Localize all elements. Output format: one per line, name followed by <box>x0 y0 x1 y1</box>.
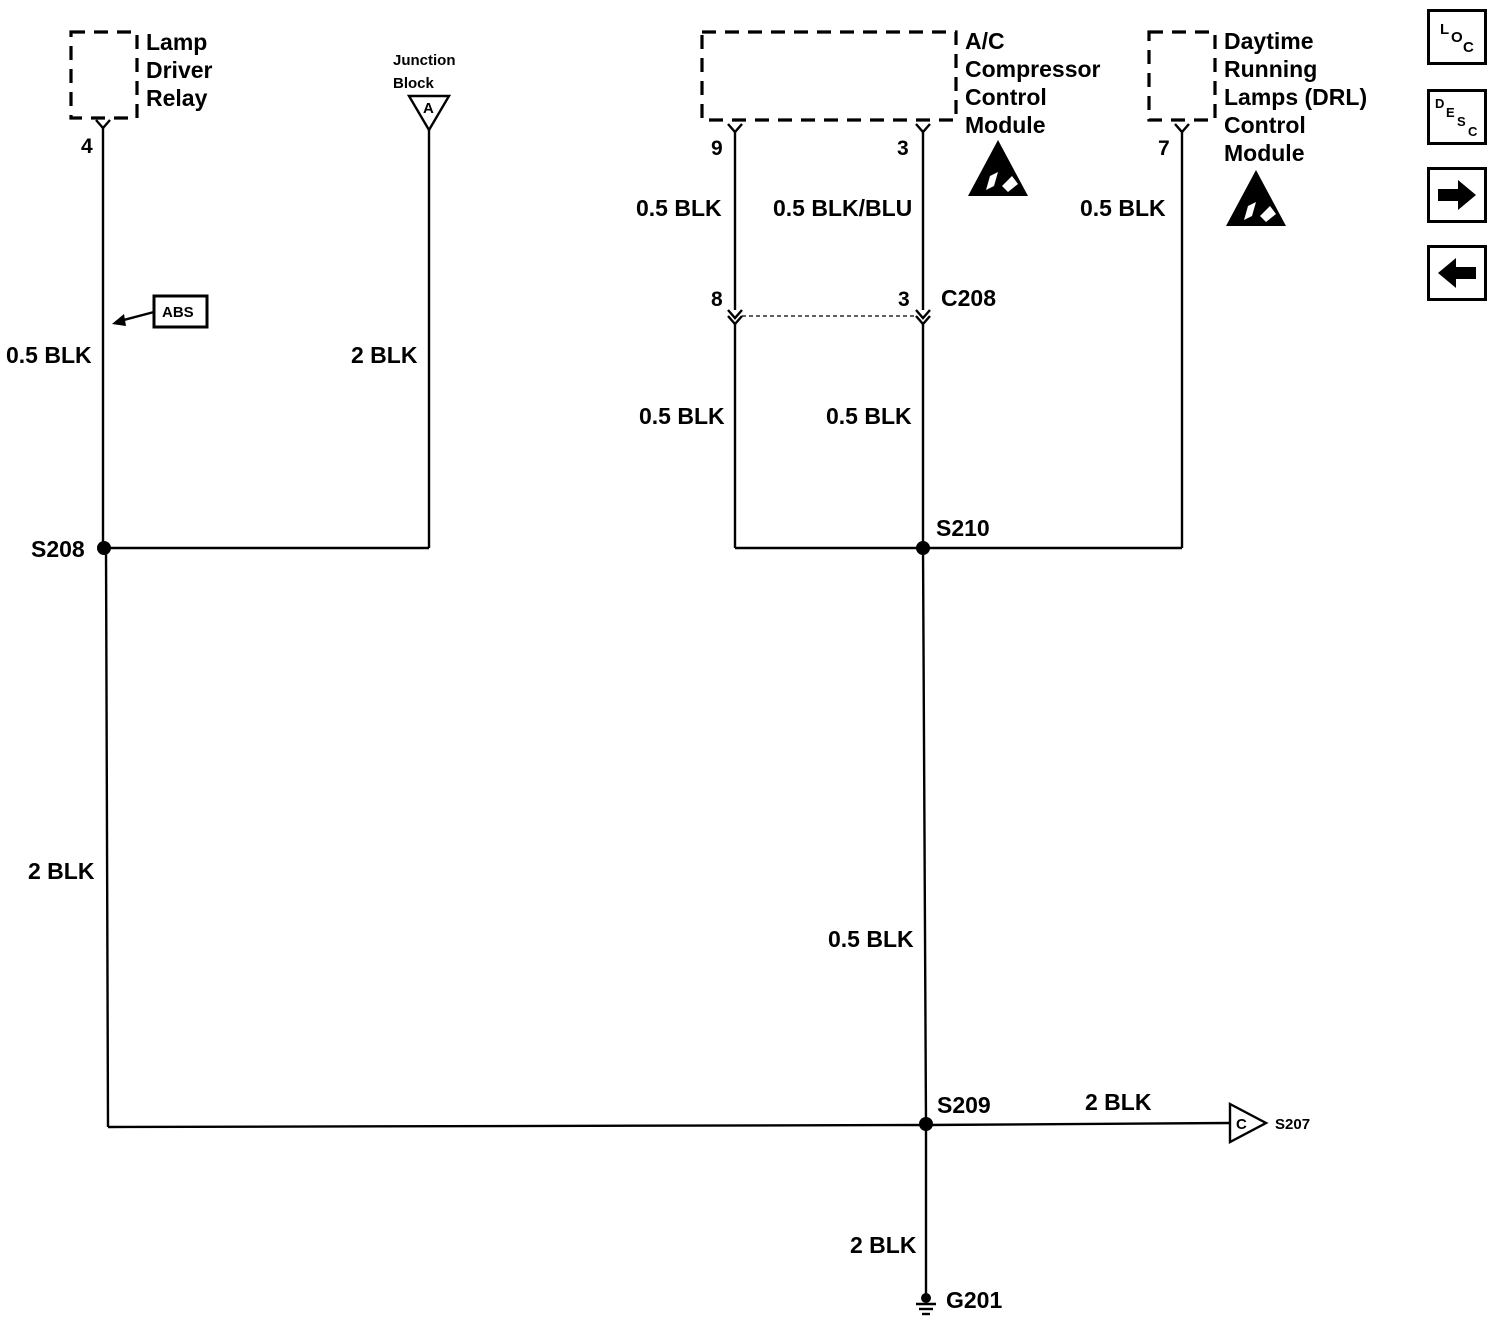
svg-text:D: D <box>1435 96 1444 111</box>
esd-sensitive-icon <box>1226 170 1286 226</box>
wire-label-to-ground: 2 BLK <box>850 1232 917 1258</box>
splice-s209-dot <box>919 1117 933 1131</box>
offpage-letter: C <box>1236 1116 1247 1133</box>
drl-module-label-5: Module <box>1224 140 1305 166</box>
ac-compressor-control-module: A/C Compressor Control Module 9 3 <box>700 28 1101 160</box>
junction-block: Junction Block A <box>393 52 456 133</box>
pin-9-label: 9 <box>711 137 723 160</box>
ground-label: G201 <box>946 1287 1002 1313</box>
ac-module-label-2: Compressor <box>965 56 1101 82</box>
junction-block-label-2: Block <box>393 75 435 92</box>
wire-s209-horizontal-left <box>107 1123 927 1129</box>
junction-block-label-1: Junction <box>393 52 456 69</box>
wire-label-junction: 2 BLK <box>351 342 418 368</box>
next-page-button[interactable] <box>1427 167 1487 223</box>
location-icon: L O C <box>1440 21 1474 56</box>
esd-sensitive-icon <box>968 140 1028 196</box>
lamp-driver-relay: Lamp Driver Relay 4 <box>69 29 213 158</box>
description-icon: D E S C <box>1435 96 1478 139</box>
wire-label-drl: 0.5 BLK <box>1080 195 1166 221</box>
pin-7-label: 7 <box>1158 137 1170 160</box>
drl-module-label-4: Control <box>1224 112 1306 138</box>
drl-module-label-2: Running <box>1224 56 1317 82</box>
svg-text:O: O <box>1451 29 1463 46</box>
previous-page-button[interactable] <box>1427 245 1487 301</box>
lamp-driver-relay-label-3: Relay <box>146 85 208 111</box>
wire-s210-to-s209 <box>921 547 928 1126</box>
junction-connector-a: A <box>423 100 434 117</box>
wire-label-left-vertical: 2 BLK <box>28 858 95 884</box>
svg-text:C: C <box>1463 39 1474 56</box>
ground-icon: G201 <box>916 1287 1002 1316</box>
location-button[interactable]: L O C <box>1427 9 1487 65</box>
abs-reference: ABS <box>112 294 209 329</box>
splice-s210-label: S210 <box>936 515 990 541</box>
arrow-right-icon <box>1438 180 1476 210</box>
svg-text:C: C <box>1468 124 1478 139</box>
wire-label-to-s207: 2 BLK <box>1085 1089 1152 1115</box>
pin-4-label: 4 <box>81 135 93 158</box>
c208-connector-label: C208 <box>941 285 996 311</box>
offpage-connector-c: C S207 <box>1228 1102 1310 1144</box>
c208-pin8-label: 8 <box>711 288 723 311</box>
splice-s209-label: S209 <box>937 1092 991 1118</box>
svg-text:E: E <box>1446 105 1455 120</box>
wire-label-center-vertical: 0.5 BLK <box>828 926 914 952</box>
wire-label-ac9-upper: 0.5 BLK <box>636 195 722 221</box>
wire-label-ac8-lower: 0.5 BLK <box>639 403 725 429</box>
wire-s209-to-s207 <box>925 1121 1231 1127</box>
splice-s210-dot <box>916 541 930 555</box>
wire-label-relay: 0.5 BLK <box>6 342 92 368</box>
abs-tag-label: ABS <box>162 304 194 321</box>
c208-pin8-symbol <box>727 309 743 320</box>
description-button[interactable]: D E S C <box>1427 89 1487 145</box>
arrow-left-icon <box>1438 258 1476 288</box>
drl-control-module: Daytime Running Lamps (DRL) Control Modu… <box>1147 28 1367 166</box>
wire-label-ac3-lower: 0.5 BLK <box>826 403 912 429</box>
c208-pin3-symbol <box>915 309 931 320</box>
splice-s208-dot <box>97 541 111 555</box>
splice-s208-label: S208 <box>31 536 85 562</box>
wire-s208-to-s209-vertical <box>104 547 110 1128</box>
svg-text:L: L <box>1440 21 1449 38</box>
ac-module-label-3: Control <box>965 84 1047 110</box>
drl-module-label-3: Lamps (DRL) <box>1224 84 1367 110</box>
wire-label-ac3-upper: 0.5 BLK/BLU <box>773 195 912 221</box>
lamp-driver-relay-label-2: Driver <box>146 57 213 83</box>
svg-text:S: S <box>1457 114 1466 129</box>
offpage-label: S207 <box>1275 1116 1310 1133</box>
ac-module-label-1: A/C <box>965 28 1005 54</box>
drl-module-label-1: Daytime <box>1224 28 1313 54</box>
lamp-driver-relay-label-1: Lamp <box>146 29 207 55</box>
c208-pin3-label: 3 <box>898 288 910 311</box>
pin-3-label: 3 <box>897 137 909 160</box>
ac-module-label-4: Module <box>965 112 1046 138</box>
